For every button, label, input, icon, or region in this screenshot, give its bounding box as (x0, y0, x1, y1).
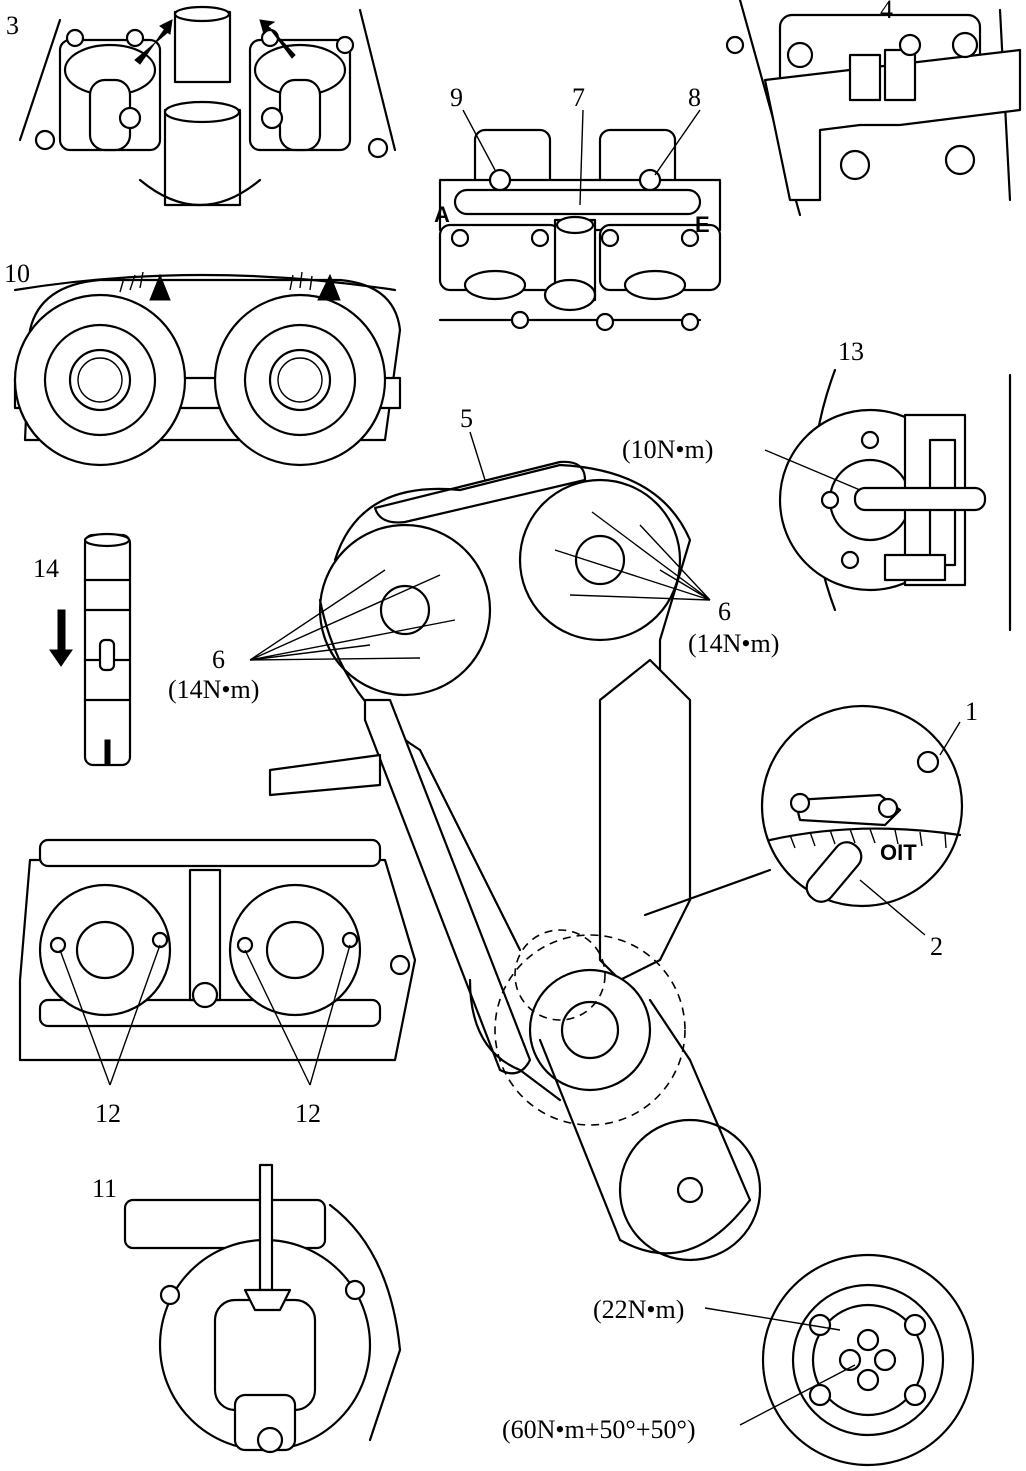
panel-3-camshaft-detail (18, 5, 397, 207)
label-1: 1 (965, 697, 978, 726)
label-7: 7 (572, 83, 585, 112)
panel-10-sprocket-marks (13, 271, 402, 467)
label-11: 11 (92, 1174, 117, 1203)
mark-a: A (434, 202, 450, 227)
mark-e: E (695, 212, 710, 237)
main-chain-drive (268, 460, 762, 1262)
label-4: 4 (880, 0, 893, 24)
label-13: 13 (838, 337, 864, 366)
torque-22nm: (22N•m) (593, 1295, 684, 1324)
panel-14-tensioner-pin (49, 532, 132, 767)
label-14: 14 (33, 554, 59, 583)
torque-10nm: (10N•m) (622, 435, 713, 464)
label-12-right: 12 (295, 1099, 321, 1128)
panel-4-locking-tool (725, 0, 1022, 217)
panel-12-cam-sprockets (18, 838, 417, 1062)
label-3: 3 (6, 11, 19, 40)
detail-1-2-crank-mark (643, 704, 964, 917)
label-2: 2 (930, 932, 943, 961)
label-8: 8 (688, 83, 701, 112)
label-12-left: 12 (95, 1099, 121, 1128)
mark-oit: OIT (880, 840, 917, 865)
label-6-left: 6 (212, 645, 225, 674)
label-10: 10 (4, 259, 30, 288)
label-6-right: 6 (718, 597, 731, 626)
panel-13-crank-lock (778, 368, 1012, 632)
label-9: 9 (450, 83, 463, 112)
panel-11-crank-sprocket (123, 1163, 402, 1454)
torque-60nm-50deg: (60N•m+50°+50°) (502, 1415, 696, 1444)
panel-crank-pulley-bolts (761, 1253, 975, 1467)
label-5: 5 (460, 404, 473, 433)
torque-14nm-left: (14N•m) (168, 675, 259, 704)
panel-7-8-9-alignment-bar (438, 128, 722, 332)
torque-14nm-right: (14N•m) (688, 629, 779, 658)
